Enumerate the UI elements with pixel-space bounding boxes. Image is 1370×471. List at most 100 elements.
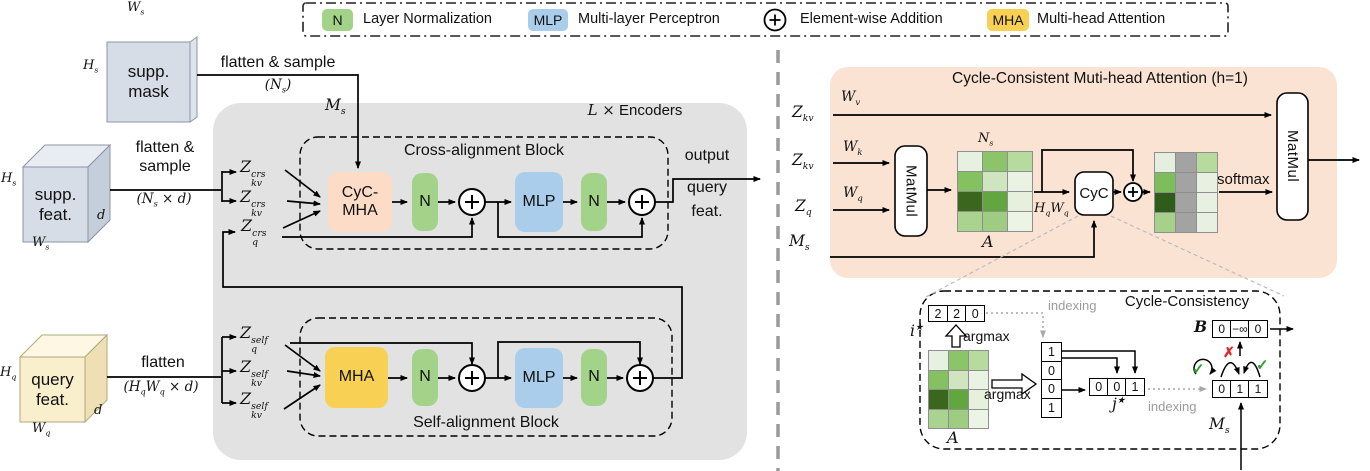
cyc-label: CyC [1079, 184, 1109, 202]
self-output-feedback [222, 229, 683, 379]
legend-label-addition: Element-wise Addition [800, 11, 943, 27]
plus-circle-icons [458, 8, 1143, 392]
feat-height-label: Hs [1, 171, 17, 188]
cyc-mha-chip: CyC-MHA [328, 172, 392, 232]
cross-add1-icon [458, 188, 486, 216]
mask-to-cycmha-arrow [197, 74, 361, 169]
argmax-up-arrow [944, 324, 968, 348]
wq-label: Wq [843, 185, 863, 203]
cross-norm2-chip: N [581, 173, 607, 231]
cross-add2-icon [628, 188, 656, 216]
indexing-label-1: indexing [1048, 298, 1097, 313]
matrix-a-label: A [982, 232, 994, 251]
left-input-arrows [107, 74, 361, 406]
supp-feat-label: supp.feat. [34, 184, 77, 224]
query-flatten-label: flatten [141, 354, 185, 371]
cc-matrix-a [928, 350, 989, 429]
mask-dims-label: (Ns) [264, 77, 292, 95]
supp-feat-cube [21, 143, 112, 244]
self-residual-1 [290, 342, 475, 365]
cross-alignment-border [299, 136, 669, 250]
indexing-label-2: indexing [1148, 399, 1197, 414]
feat-depth-label: d [97, 208, 106, 223]
self-alignment-border [299, 317, 673, 437]
legend-plus-circle-icon [763, 8, 787, 32]
cross-residual-1 [282, 217, 475, 238]
check-icon-2: ✓ [1256, 357, 1269, 374]
query-width-label: Wq [32, 421, 51, 438]
argmax-right-arrow [991, 372, 1038, 396]
cycle-consistency-border [919, 290, 1281, 450]
output-label-1: output [684, 147, 730, 164]
output-label-3: feat. [691, 203, 723, 220]
matmul1-box [894, 145, 928, 237]
a-bypass [1041, 149, 1136, 192]
matrix-a-right-label: HqWq [1034, 201, 1069, 218]
cross-icon: ✗ [1223, 344, 1235, 360]
check-icon-1: ✓ [1192, 361, 1205, 378]
arc-right [1243, 361, 1261, 378]
ccmha-input-zkv1: Zkv [792, 103, 814, 125]
ccmha-input-zkv2: Zkv [792, 151, 814, 173]
legend-n-chip: N [322, 9, 353, 31]
mask-height-label: Hs [83, 58, 99, 75]
wv-label: Wv [841, 89, 861, 107]
self-block-title: Self-alignment Block [413, 414, 559, 431]
legend-label-layer-norm: Layer Normalization [363, 11, 492, 27]
cycle-consistency-arrows [1062, 326, 1294, 470]
mask-width-label: Ws [127, 0, 145, 17]
cross-mlp-chip: MLP [515, 172, 563, 232]
softmax-label: softmax [1217, 171, 1270, 188]
ms-label-left: Ms [325, 96, 346, 118]
ms-line [830, 220, 1097, 258]
self-mlp-chip: MLP [515, 348, 563, 408]
ccmha-input-ms: Ms [789, 232, 810, 254]
cc-ms-label: Ms [1209, 415, 1230, 437]
self-norm1-chip: N [412, 349, 438, 406]
attention-matrix-a [957, 151, 1033, 232]
matmul1-label: MatMul [902, 164, 920, 218]
ccmha-add-icon [1123, 182, 1143, 202]
feat-flatten-label-1: flatten & [135, 139, 195, 156]
self-add2-icon [626, 364, 654, 392]
encoders-count-label: L × Encoders [587, 101, 683, 119]
legend-label-mlp: Multi-layer Perceptron [578, 11, 720, 27]
self-residual-2 [497, 341, 643, 378]
matrix-a-top-label: Ns [978, 131, 994, 148]
mask-flatten-label: flatten & sample [220, 54, 336, 71]
arc-left [1220, 362, 1240, 378]
supp-mask-label: supp.mask [127, 62, 170, 101]
matmul2-label: MatMul [1284, 130, 1301, 183]
self-alignment-arrows [222, 229, 683, 410]
cycle-consistency-title: Cycle-Consistency [1124, 293, 1250, 310]
j-star-label: j★ [1112, 395, 1126, 414]
cross-block-title: Cross-alignment Block [403, 142, 565, 159]
self-add1-icon [458, 364, 486, 392]
output-query-feat-arrow [655, 176, 761, 203]
query-depth-label: d [94, 403, 103, 418]
query-dims-label: (HqWq × d) [123, 379, 199, 397]
self-loop-arc [1193, 358, 1217, 375]
ccmha-title: Cycle-Consistent Muti-head Attention (h=… [952, 70, 1248, 87]
ccmha-arrows [830, 112, 1360, 258]
query-feat-cube [18, 333, 109, 424]
cc-matrix-a-label: A [947, 428, 959, 447]
supp-mask-block [106, 36, 198, 123]
wk-label: Wk [843, 139, 863, 157]
cyc-box [1074, 171, 1114, 216]
legend-border [302, 2, 1229, 37]
masked-attention-matrix [1154, 152, 1218, 233]
output-label-2: query [686, 179, 728, 196]
cross-alignment-arrows [282, 169, 761, 238]
